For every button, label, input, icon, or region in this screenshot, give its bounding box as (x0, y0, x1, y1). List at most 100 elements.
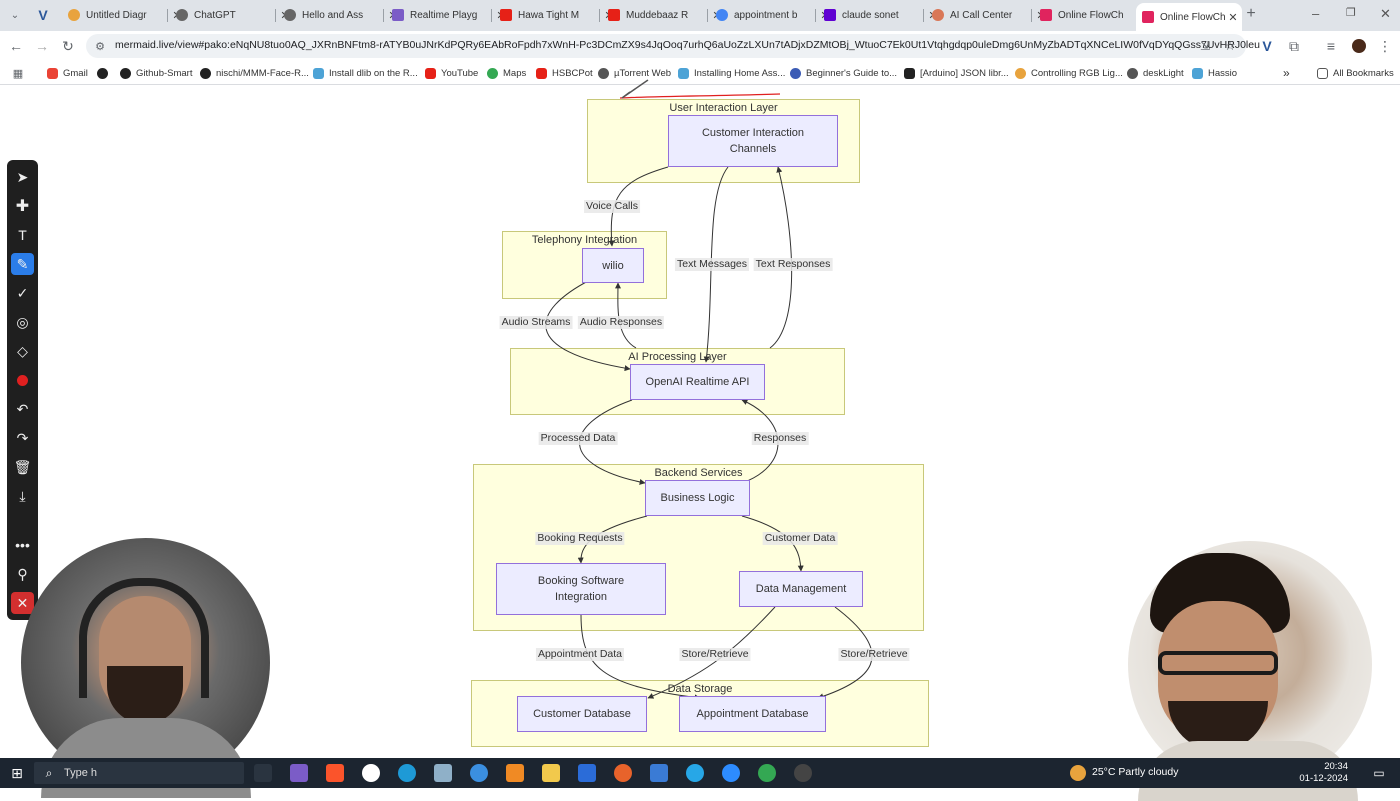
brave-icon[interactable] (326, 764, 344, 782)
move-icon[interactable]: ✚ (15, 198, 30, 215)
task-view-icon[interactable] (254, 764, 272, 782)
bookmark-maps[interactable]: Maps (487, 66, 526, 80)
app-icon[interactable] (362, 764, 380, 782)
apps-grid-icon[interactable]: ▦ (12, 67, 24, 80)
close-tab-icon[interactable]: ✕ (1228, 11, 1238, 24)
tab-realtime-playground[interactable]: Realtime Playg ✕ (386, 5, 508, 25)
zoom-icon[interactable] (722, 764, 740, 782)
search-placeholder: Type h (64, 767, 98, 779)
close-toolbar-icon[interactable]: ✕ (11, 592, 34, 614)
color-picker-icon[interactable] (11, 369, 34, 391)
app-icon[interactable] (434, 764, 452, 782)
redo-icon[interactable]: ↷ (16, 429, 29, 446)
bookmark-home-assistant[interactable]: Installing Home Ass... (678, 66, 785, 80)
menu-kebab-icon[interactable]: ⋮ (1378, 37, 1392, 54)
browser-tab-strip: ⌄ V Untitled Diagr ✕ ChatGPT ✕ Hello and… (0, 0, 1400, 31)
more-options-icon[interactable]: ••• (15, 537, 30, 553)
download-icon[interactable]: ⤓ (19, 487, 26, 504)
node-business-logic[interactable]: Business Logic (645, 480, 750, 516)
file-explorer-icon[interactable] (542, 764, 560, 782)
trash-icon[interactable]: 🗑 (13, 458, 32, 475)
more-bookmarks-chevron-icon[interactable]: » (1283, 66, 1290, 80)
bookmark-install-dlib[interactable]: Install dlib on the R... (313, 66, 418, 80)
reload-icon[interactable]: ↻ (62, 37, 74, 54)
node-data-management[interactable]: Data Management (739, 571, 863, 607)
edge-icon[interactable] (398, 764, 416, 782)
url-text[interactable]: mermaid.live/view#pako:eNqNU8tuo0AQ_JXRn… (115, 39, 1260, 51)
taskbar-search[interactable]: ⌕ Type h (34, 762, 244, 784)
avatar[interactable] (1350, 37, 1368, 55)
vivaldi-logo-icon[interactable]: V (38, 7, 48, 23)
bookmark-star-icon[interactable]: ☆ (1224, 38, 1236, 53)
forward-icon[interactable]: → (35, 38, 49, 54)
app-icon[interactable] (578, 764, 596, 782)
install-app-icon[interactable]: ⇲ (1199, 39, 1211, 53)
extensions-puzzle-icon[interactable]: ⧉ (1289, 37, 1299, 54)
user-settings-icon[interactable]: ⚲ (17, 565, 28, 582)
all-bookmarks-folder[interactable]: All Bookmarks (1317, 66, 1394, 80)
bookmark-gmail[interactable]: Gmail (47, 66, 88, 80)
bookmark-mmm-face[interactable]: nischi/MMM-Face-R... (200, 66, 309, 80)
bookmark-arduino-json[interactable]: [Arduino] JSON libr... (904, 66, 1009, 80)
back-icon[interactable]: ← (9, 38, 23, 54)
new-tab-icon[interactable]: + (1246, 5, 1256, 22)
bookmark-github[interactable] (97, 66, 113, 80)
tab-label: appointment b (734, 9, 798, 21)
tab-hello-and-assist[interactable]: Hello and Ass ✕ (278, 5, 400, 25)
node-openai-realtime-api[interactable]: OpenAI Realtime API (630, 364, 765, 400)
system-clock[interactable]: 20:34 01-12-2024 (1299, 761, 1348, 785)
select-cursor-icon[interactable]: ➤ (16, 168, 29, 185)
text-tool-icon[interactable]: T (18, 227, 27, 243)
tab-untitled-diagram[interactable]: Untitled Diagr ✕ (62, 5, 184, 25)
github-icon (120, 67, 131, 79)
pen-tool-icon[interactable]: ✎ (11, 253, 34, 275)
eraser-icon[interactable]: ◇ (17, 342, 28, 359)
highlight-icon[interactable]: ◎ (16, 313, 29, 330)
address-bar[interactable]: ⚙ mermaid.live/view#pako:eNqNU8tuo0AQ_JX… (86, 34, 1260, 58)
tab-separator (707, 9, 708, 22)
tab-appointment-booking[interactable]: appointment b ✕ (710, 5, 832, 25)
app-icon[interactable] (470, 764, 488, 782)
node-customer-interaction-channels[interactable]: Customer Interaction Channels (668, 115, 838, 167)
bookmark-github-smart[interactable]: Github-Smart (120, 66, 193, 80)
minimize-icon[interactable]: – (1312, 6, 1320, 21)
bookmark-desklight[interactable]: deskLight (1127, 66, 1184, 80)
bookmark-utorrent[interactable]: µTorrent Web (598, 66, 671, 80)
node-booking-software-integration[interactable]: Booking Software Integration (496, 563, 666, 615)
tab-claude-sonnet[interactable]: claude sonet ✕ (818, 5, 940, 25)
site-info-icon[interactable]: ⚙ (95, 40, 105, 53)
extension-v-icon[interactable]: V (1262, 38, 1272, 54)
copilot-icon[interactable] (290, 764, 308, 782)
node-appointment-database[interactable]: Appointment Database (679, 696, 826, 732)
restore-icon[interactable]: ❐ (1346, 7, 1356, 19)
telegram-icon[interactable] (686, 764, 704, 782)
app-icon[interactable] (650, 764, 668, 782)
clock-time: 20:34 (1324, 761, 1348, 772)
tab-ai-call-center[interactable]: AI Call Center ✕ (926, 5, 1048, 25)
notifications-icon[interactable]: ▭ (1373, 766, 1385, 780)
tab-chatgpt[interactable]: ChatGPT ✕ (170, 5, 292, 25)
tab-online-flowchart-active[interactable]: Online FlowCh ✕ (1136, 3, 1242, 31)
windows-start-icon[interactable]: ⊞ (11, 764, 23, 781)
tab-search-chevron-icon[interactable]: ⌄ (10, 9, 20, 21)
chrome-icon[interactable] (758, 764, 776, 782)
youtube-icon (608, 9, 620, 21)
node-twilio[interactable]: wilio (582, 248, 644, 283)
weather-text[interactable]: 25°C Partly cloudy (1092, 766, 1179, 778)
bookmark-youtube[interactable]: YouTube (425, 66, 478, 80)
web-icon (1015, 67, 1026, 79)
node-customer-database[interactable]: Customer Database (517, 696, 647, 732)
close-window-icon[interactable]: ✕ (1380, 6, 1391, 21)
app-icon[interactable] (794, 764, 812, 782)
firefox-icon[interactable] (614, 764, 632, 782)
tab-muddebaaz[interactable]: Muddebaaz R ✕ (602, 5, 724, 25)
media-controls-icon[interactable]: ≡ (1326, 38, 1336, 54)
check-icon[interactable]: ✓ (16, 284, 29, 301)
bookmark-hsbcpot[interactable]: HSBCPot (536, 66, 593, 80)
undo-icon[interactable]: ↶ (16, 400, 29, 417)
bookmark-beginners-guide[interactable]: Beginner's Guide to... (790, 66, 897, 80)
bookmark-hassio[interactable]: Hassio (1192, 66, 1237, 80)
vlc-icon[interactable] (506, 764, 524, 782)
tab-hawa-tight[interactable]: Hawa Tight M ✕ (494, 5, 616, 25)
bookmark-controlling-rgb[interactable]: Controlling RGB Lig... (1015, 66, 1123, 80)
